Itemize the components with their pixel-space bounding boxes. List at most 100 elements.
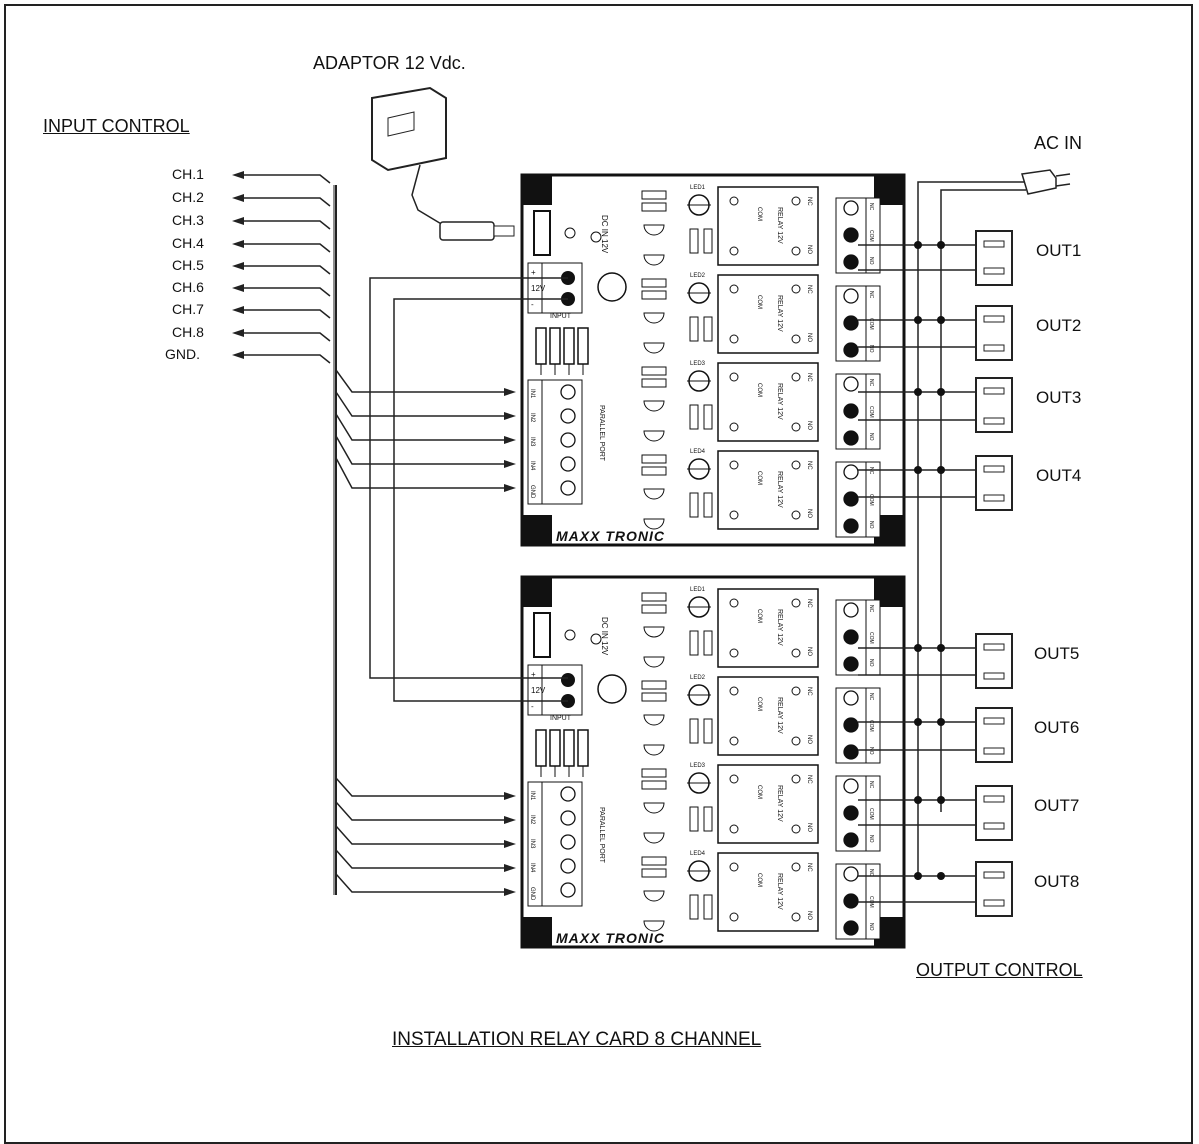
output-pin-label: NO [868, 257, 874, 265]
relay-pin [729, 422, 739, 432]
output-label: OUT4 [1036, 466, 1082, 485]
supply-pin-label: - [531, 702, 534, 711]
output-pin-label: NO [868, 433, 874, 441]
port-arrowhead [504, 436, 516, 444]
port-screw [560, 858, 576, 874]
output-label-strip [865, 285, 881, 362]
port-label: PARALLEL PORT [598, 807, 605, 864]
output-label: OUT6 [1034, 718, 1080, 737]
dc-jack-pin [590, 633, 602, 645]
output-label: OUT8 [1034, 872, 1080, 891]
output-screw [843, 866, 859, 882]
dc-jack-icon [533, 612, 551, 658]
outlet-socket-icon [975, 455, 1013, 511]
transistor-icon [643, 518, 665, 530]
output-pin-label: NC [868, 869, 874, 877]
outlet-socket-icon [975, 305, 1013, 361]
board-corner-block [522, 917, 552, 947]
outlet-slot [983, 465, 1005, 473]
relay-pin [729, 686, 739, 696]
supply-pin-label: + [531, 268, 536, 277]
input-label: INPUT [550, 715, 572, 722]
diode-icon [641, 278, 667, 288]
output-control-label: OUTPUT CONTROL [916, 960, 1083, 980]
relay-com-label: COM [756, 609, 762, 623]
transistor-icon [643, 224, 665, 236]
output-screw [843, 717, 859, 733]
port-screw [560, 810, 576, 826]
ac-plug-prong [1055, 173, 1071, 177]
port-arrowhead [504, 460, 516, 468]
relay-label: RELAY 12V [776, 697, 783, 734]
led-label: LED3 [690, 763, 706, 769]
channel-arrowhead [232, 351, 244, 359]
relay-label: RELAY 12V [776, 873, 783, 910]
transistor-icon [643, 890, 665, 902]
channel-arrowhead [232, 329, 244, 337]
outlet-slot [983, 387, 1005, 395]
led-resistor-icon [689, 492, 699, 518]
adaptor-icon [371, 86, 515, 241]
port-wire [335, 391, 508, 417]
output-pin-label: NC [868, 467, 874, 475]
relay-pin [791, 824, 801, 834]
diode-icon [641, 378, 667, 388]
junction-dot [937, 466, 945, 474]
power-wire-minus [393, 298, 568, 702]
channel-label: CH.5 [172, 257, 204, 273]
outlet-slot [983, 240, 1005, 248]
board-corner-block [522, 577, 552, 607]
transistor-icon [643, 744, 665, 756]
port-pin-label: IN1 [529, 791, 535, 801]
channel-label: CH.7 [172, 301, 204, 317]
transistor-icon [643, 342, 665, 354]
output-screw [843, 805, 859, 821]
relay-pin [791, 686, 801, 696]
transistor-icon [643, 312, 665, 324]
resistor-icon [549, 327, 561, 365]
transistor-icon [643, 488, 665, 500]
led-resistor-icon [703, 316, 713, 342]
outlet-slot [983, 747, 1005, 755]
relay-nc-label: NC [806, 197, 812, 206]
outlet-slot [983, 315, 1005, 323]
port-wire [335, 369, 508, 393]
supply-pin-label: 12V [531, 686, 546, 695]
relay-pin [791, 736, 801, 746]
diode-icon [641, 202, 667, 212]
transistor-icon [643, 656, 665, 668]
port-screw [560, 384, 576, 400]
channel-wire [236, 220, 331, 230]
ac-plug-icon [1021, 169, 1071, 195]
channel-wire [236, 174, 331, 184]
outlet-socket-icon [975, 633, 1013, 689]
relay-no-label: NO [806, 333, 812, 342]
output-label: OUT5 [1034, 644, 1080, 663]
ac-neutral-wire [940, 189, 1026, 812]
led-resistor-icon [689, 894, 699, 920]
channel-arrowhead [232, 171, 244, 179]
junction-dot [937, 796, 945, 804]
resistor-icon [577, 327, 589, 365]
output-screw [843, 315, 859, 331]
outlet-socket-icon [975, 377, 1013, 433]
adaptor-label: ADAPTOR 12 Vdc. [313, 53, 466, 73]
output-screw [843, 491, 859, 507]
junction-dot [937, 644, 945, 652]
junction-dot [914, 316, 922, 324]
relay-no-label: NO [806, 647, 812, 656]
adaptor-jack-plug [439, 221, 495, 241]
channel-label: CH.2 [172, 189, 204, 205]
dc-in-label: DC IN 12V [600, 617, 609, 656]
relay-no-label: NO [806, 823, 812, 832]
outlet-socket-icon [975, 785, 1013, 841]
port-screw [560, 480, 576, 496]
junction-dot [937, 241, 945, 249]
output-screw [843, 832, 859, 848]
port-label: PARALLEL PORT [598, 405, 605, 462]
port-screw [560, 786, 576, 802]
outlet-slot [983, 871, 1005, 879]
port-pin-label: GND [529, 887, 535, 901]
resistor-icon [563, 327, 575, 365]
